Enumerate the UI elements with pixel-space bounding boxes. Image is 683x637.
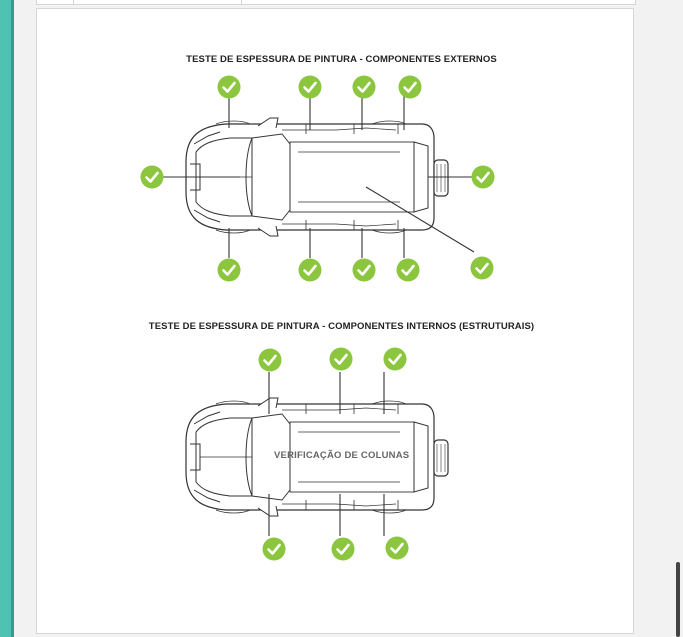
- external-leader-lines: [163, 96, 475, 258]
- check-circle-icon: [258, 348, 282, 372]
- check-circle-icon: [298, 75, 322, 99]
- check-circle-icon: [331, 537, 355, 561]
- previous-row-strip: [36, 0, 636, 5]
- check-circle-icon: [352, 258, 376, 282]
- internal-checkpoints: [258, 347, 409, 561]
- external-section-title: TESTE DE ESPESSURA DE PINTURA - COMPONEN…: [186, 54, 497, 65]
- check-circle-icon: [383, 347, 407, 371]
- cell-divider: [241, 0, 242, 4]
- check-circle-icon: [140, 165, 164, 189]
- internal-section-title: TESTE DE ESPESSURA DE PINTURA - COMPONEN…: [148, 321, 535, 332]
- check-circle-icon: [352, 75, 376, 99]
- left-accent-bar: [0, 0, 14, 637]
- scrollbar-thumb[interactable]: [676, 562, 680, 637]
- check-circle-icon: [329, 347, 353, 371]
- check-circle-icon: [471, 165, 495, 189]
- cell-divider: [73, 0, 74, 4]
- check-circle-icon: [396, 258, 420, 282]
- check-circle-icon: [262, 537, 286, 561]
- check-circle-icon: [298, 258, 322, 282]
- check-circle-icon: [470, 256, 494, 280]
- external-checkpoints: [140, 75, 495, 282]
- check-circle-icon: [385, 536, 409, 560]
- check-circle-icon: [217, 75, 241, 99]
- internal-leader-lines: [268, 372, 385, 536]
- inspection-card: [36, 8, 634, 634]
- columns-check-label: VERIFICAÇÃO DE COLUNAS: [274, 450, 410, 461]
- check-circle-icon: [398, 75, 422, 99]
- check-circle-icon: [217, 258, 241, 282]
